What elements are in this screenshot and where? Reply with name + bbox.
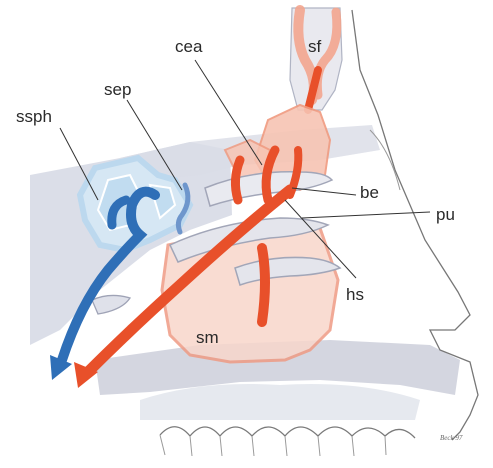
label-ssph: ssph (16, 107, 52, 126)
leader-pu (302, 212, 430, 218)
label-sm: sm (196, 328, 219, 347)
label-cea: cea (175, 37, 203, 56)
label-sep: sep (104, 80, 131, 99)
artist-signature: Beck 97 (440, 434, 463, 442)
label-be: be (360, 183, 379, 202)
label-hs: hs (346, 285, 364, 304)
label-sf: sf (308, 37, 322, 56)
frontal-sinus (290, 8, 342, 110)
label-pu: pu (436, 205, 455, 224)
upper-teeth (160, 427, 415, 456)
leader-be (292, 188, 356, 195)
